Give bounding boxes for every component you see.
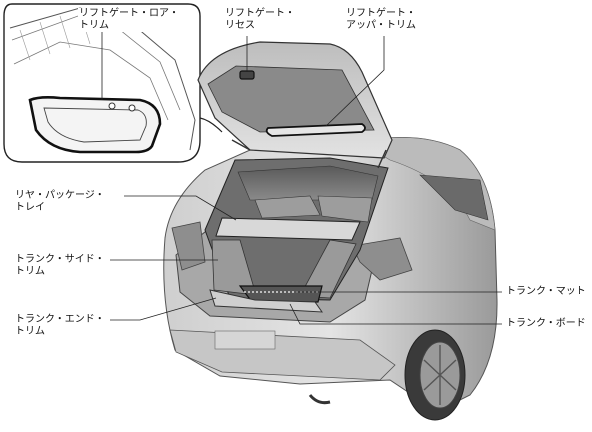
lift-gate <box>197 41 393 169</box>
label-trunk-side-trim: トランク・サイド・トリム <box>14 254 106 278</box>
label-liftgate-upper-trim: リフトゲート・アッパ・トリム <box>345 8 417 32</box>
label-liftgate-recess: リフトゲート・リセス <box>224 8 296 32</box>
label-trunk-board: トランク・ボード <box>505 318 587 330</box>
label-liftgate-lower-trim: リフトゲート・ロア・トリム <box>78 8 180 32</box>
label-trunk-end-trim: トランク・エンド・トリム <box>14 314 106 338</box>
leader-lines <box>101 28 502 325</box>
label-trunk-mat: トランク・マット <box>505 286 587 298</box>
trunk-interior <box>204 157 389 313</box>
label-rear-package-tray: リヤ・パッケージ・トレイ <box>14 190 106 214</box>
